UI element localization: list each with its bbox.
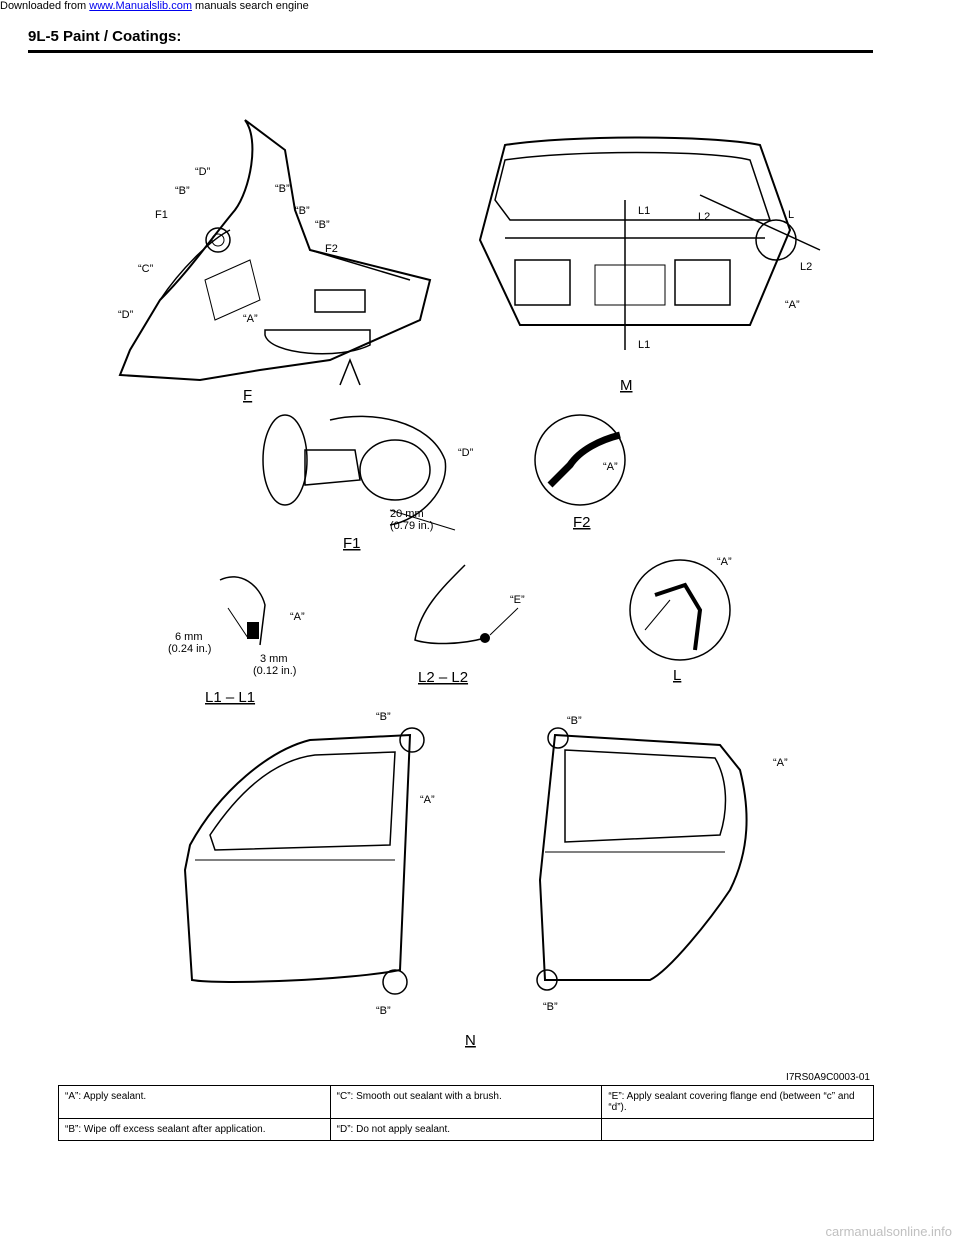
dim-20-mm: 20 mm bbox=[390, 508, 424, 520]
view-n-front-door bbox=[183, 727, 425, 995]
watermark: carmanualsonline.info bbox=[825, 1224, 952, 1239]
view-n-rear-door bbox=[536, 727, 748, 991]
callout-a-l1: “A” bbox=[290, 611, 305, 623]
dim-20-in: (0.79 in.) bbox=[390, 520, 433, 532]
view-label-m: M bbox=[620, 377, 633, 394]
figure-code: I7RS0A9C0003-01 bbox=[786, 1072, 870, 1083]
legend-cell-d: “D”: Do not apply sealant. bbox=[329, 1118, 603, 1141]
callout-a-m: “A” bbox=[785, 299, 800, 311]
callout-a-rear: “A” bbox=[773, 757, 788, 769]
view-label-f: F bbox=[243, 387, 252, 404]
dim-6-mm: 6 mm bbox=[175, 631, 203, 643]
view-label-n: N bbox=[465, 1032, 476, 1049]
dim-6-in: (0.24 in.) bbox=[168, 643, 211, 655]
callout-e: “E” bbox=[510, 594, 525, 606]
callout-b-rear-bottom: “B” bbox=[543, 1001, 558, 1013]
view-label-f2: F2 bbox=[573, 514, 591, 531]
view-label-f1: F1 bbox=[343, 535, 361, 552]
callout-b-top: “B” bbox=[275, 183, 290, 195]
view-label-l2-l2: L2 – L2 bbox=[418, 669, 468, 686]
view-f-quarter-panel bbox=[118, 119, 432, 386]
view-l2-section bbox=[414, 564, 519, 645]
legend-cell-b: “B”: Wipe off excess sealant after appli… bbox=[58, 1118, 331, 1141]
marker-l: L bbox=[788, 209, 794, 221]
page-title: 9L-5 Paint / Coatings: bbox=[28, 28, 182, 45]
callout-a-f2: “A” bbox=[603, 461, 618, 473]
download-prefix: Downloaded from bbox=[0, 0, 90, 12]
marker-f2: F2 bbox=[325, 243, 338, 255]
sealant-application-figure: “D” “B” “B” “B” “B” F1 F2 “C” “D” “A” L1… bbox=[118, 119, 821, 1049]
callout-a-front: “A” bbox=[420, 794, 435, 806]
view-m-tailgate bbox=[478, 136, 821, 350]
callout-b-mid: “B” bbox=[295, 205, 310, 217]
legend-row: “B”: Wipe off excess sealant after appli… bbox=[58, 1118, 874, 1141]
callout-b-left: “B” bbox=[175, 185, 190, 197]
marker-l2-top: L2 bbox=[698, 211, 710, 223]
callout-b-front-top: “B” bbox=[376, 711, 391, 723]
legend-cell-c: “C”: Smooth out sealant with a brush. bbox=[329, 1085, 603, 1119]
callout-d-f1: “D” bbox=[458, 447, 474, 459]
legend-row: “A”: Apply sealant. “C”: Smooth out seal… bbox=[58, 1085, 874, 1119]
download-suffix: manuals search engine bbox=[191, 0, 309, 12]
callout-d-left: “D” bbox=[118, 309, 134, 321]
callout-c: “C” bbox=[138, 263, 154, 275]
marker-l2-right: L2 bbox=[800, 261, 812, 273]
dim-3-in: (0.12 in.) bbox=[253, 665, 296, 677]
legend-cell-e: “E”: Apply sealant covering flange end (… bbox=[601, 1085, 874, 1119]
view-f1-fuel-lid bbox=[262, 414, 456, 531]
marker-f1: F1 bbox=[155, 209, 168, 221]
view-label-l: L bbox=[673, 667, 681, 684]
callout-b-front-bottom: “B” bbox=[376, 1005, 391, 1017]
marker-l1-top: L1 bbox=[638, 205, 650, 217]
callout-b-right: “B” bbox=[315, 219, 330, 231]
callout-a-l: “A” bbox=[717, 556, 732, 568]
view-l-detail bbox=[629, 559, 731, 661]
header-rule bbox=[28, 50, 873, 53]
callout-a-f: “A” bbox=[243, 313, 258, 325]
legend-cell-empty bbox=[601, 1118, 874, 1141]
download-source-line: Downloaded from www.Manualslib.com manua… bbox=[0, 0, 309, 12]
callout-b-rear-top: “B” bbox=[567, 715, 582, 727]
dim-3-mm: 3 mm bbox=[260, 653, 288, 665]
callout-d-top: “D” bbox=[195, 166, 211, 178]
view-l1-section bbox=[219, 576, 266, 646]
marker-l1-bottom: L1 bbox=[638, 339, 650, 351]
legend-table: “A”: Apply sealant. “C”: Smooth out seal… bbox=[58, 1085, 874, 1141]
view-f2-detail bbox=[534, 414, 626, 506]
legend-cell-a: “A”: Apply sealant. bbox=[58, 1085, 331, 1119]
manualslib-link[interactable]: www.Manualslib.com bbox=[89, 0, 192, 12]
view-label-l1-l1: L1 – L1 bbox=[205, 689, 255, 706]
